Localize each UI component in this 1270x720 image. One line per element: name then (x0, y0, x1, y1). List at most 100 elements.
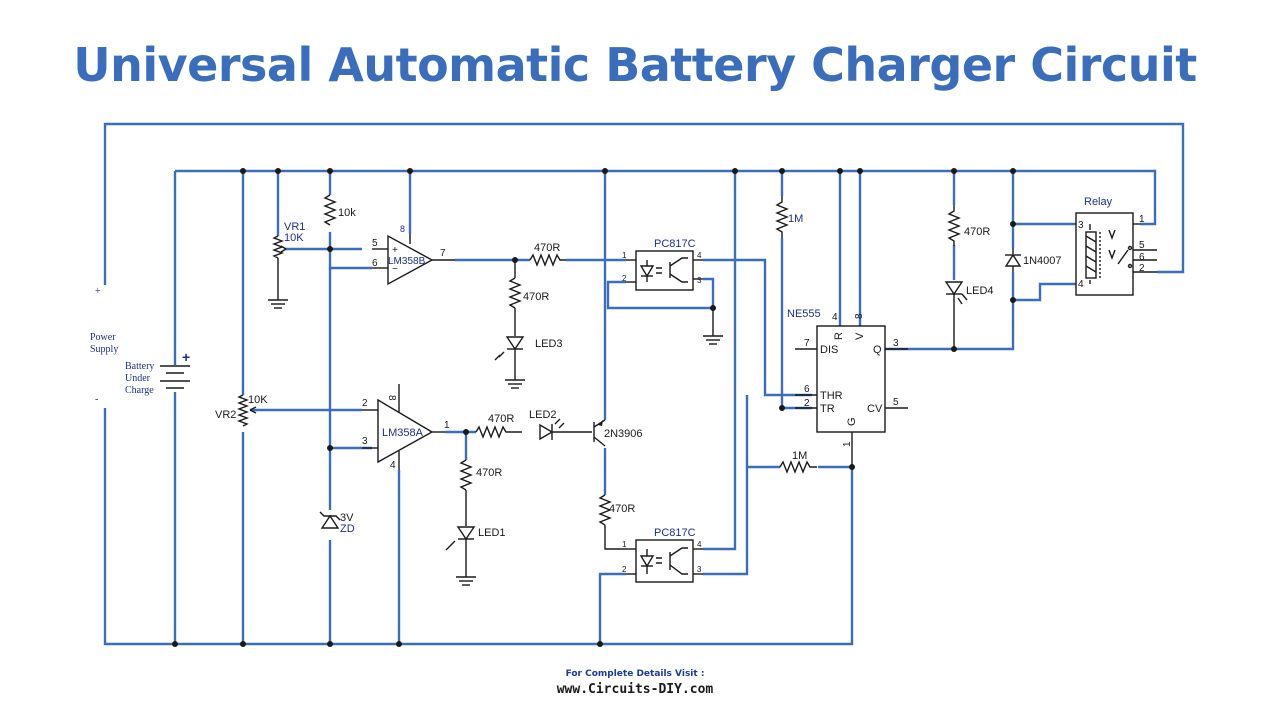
vr2-value: 10K (248, 394, 268, 406)
led1-label: LED1 (478, 527, 506, 539)
lm358b-opamp: + − LM358B 5 6 7 8 (372, 224, 455, 286)
lm358b-label: LM358B (388, 256, 426, 267)
relay-pin3: 3 (1078, 220, 1084, 231)
lm358b-pin8: 8 (400, 224, 405, 234)
resistor-10k: 10k (323, 194, 356, 226)
lm358a-pin1: 1 (444, 420, 450, 431)
led1: LED1 (445, 526, 506, 586)
power-supply-label-2: Supply (90, 344, 118, 355)
opto-top-pin2: 2 (622, 274, 627, 283)
vr2-label: VR2 (215, 409, 236, 421)
ne555-r: R (833, 332, 845, 340)
ne555-v: V (854, 332, 866, 340)
relay-pin4: 4 (1078, 279, 1084, 290)
ne555-pin1: 1 (842, 441, 853, 447)
lm358b-pin6: 6 (372, 258, 378, 269)
lm358a-opamp: LM358A 2 3 1 8 4 (362, 384, 450, 471)
vr1-potentiometer: VR1 10K (268, 221, 305, 309)
zener-label-2: ZD (340, 523, 355, 535)
ne555-pin3: 3 (893, 338, 899, 349)
ne555-label: NE555 (787, 308, 821, 320)
zener-label-1: 3V (340, 512, 354, 524)
lm358a-pin2: 2 (362, 398, 368, 409)
resistor-470r-d-label: 470R (476, 467, 502, 479)
vr1-value: 10K (284, 232, 304, 244)
footer-line-1: For Complete Details Visit : (565, 669, 705, 679)
lm358a-pin3: 3 (362, 436, 368, 447)
opto-bottom-pin2: 2 (622, 565, 627, 574)
opto-bottom-label: PC817C (654, 527, 696, 539)
ne555-thr: THR (820, 390, 843, 402)
resistor-470r-b: 470R (508, 260, 549, 336)
transistor-2n3906: 2N3906 (593, 419, 643, 447)
lm358b-minus: − (392, 264, 398, 275)
ne555-tr: TR (820, 403, 835, 415)
wires (103, 122, 1185, 646)
ne555-pin4: 4 (832, 312, 838, 323)
led3-label: LED3 (535, 338, 563, 350)
power-minus-label: - (95, 394, 98, 405)
optocoupler-bottom: PC817C 1 2 4 3 (622, 527, 703, 583)
resistor-470r-c: 470R (475, 413, 522, 439)
ne555-pin6: 6 (804, 384, 810, 395)
led4-label: LED4 (966, 285, 994, 297)
resistor-10k-label: 10k (338, 207, 356, 219)
ne555-q: Q (873, 344, 882, 356)
zener-diode: 3V ZD (319, 511, 355, 535)
opto-bottom-pin1: 1 (622, 540, 627, 549)
ne555-timer: NE555 R V 4 8 DIS 7 Q 3 THR 6 TR 2 CV 5 … (787, 308, 908, 467)
battery-plus-label: + (182, 349, 190, 365)
vr2-potentiometer: VR2 10K (215, 394, 268, 427)
lm358b-pin5: 5 (372, 238, 378, 249)
ne555-g: G (846, 417, 858, 426)
footer-website[interactable]: www.Circuits-DIY.com (556, 682, 714, 697)
ne555-dis: DIS (820, 344, 838, 356)
relay: Relay 1 3 5 6 2 4 (1075, 196, 1157, 296)
opto-top-pin4: 4 (697, 251, 702, 260)
ne555-pin2: 2 (804, 398, 810, 409)
battery-symbol: + Battery Under Charge (125, 349, 190, 396)
relay-label: Relay (1084, 196, 1113, 208)
diode-1n4007: 1N4007 (1004, 248, 1062, 272)
opto-top-pin3: 3 (697, 276, 702, 285)
lm358a-label: LM358A (382, 427, 424, 439)
lm358b-pin7: 7 (440, 248, 446, 259)
transistor-label: 2N3906 (604, 428, 643, 440)
resistor-470r-c-label: 470R (488, 413, 514, 425)
relay-pin1: 1 (1139, 214, 1145, 225)
led2-label: LED2 (529, 409, 557, 421)
resistor-470r-b-label: 470R (523, 291, 549, 303)
resistor-470r-f-label: 470R (964, 226, 990, 238)
ne555-pin8: 8 (854, 313, 865, 319)
vr1-label: VR1 (284, 221, 305, 233)
power-plus-label: + (95, 286, 101, 297)
battery-label-3: Charge (125, 385, 154, 396)
resistor-1m-top-label: 1M (788, 213, 803, 225)
resistor-1m-bottom: 1M (779, 450, 817, 474)
opto-bottom-pin3: 3 (697, 565, 702, 574)
battery-label-1: Battery (125, 361, 154, 372)
led2: LED2 (529, 409, 592, 441)
resistor-470r-e-label: 470R (609, 503, 635, 515)
resistor-470r-e: 470R (598, 494, 635, 550)
relay-pin6: 6 (1139, 252, 1145, 263)
resistor-470r-d: 470R (459, 459, 502, 526)
relay-pin2: 2 (1139, 263, 1145, 274)
lm358a-pin8: 8 (386, 395, 397, 401)
resistor-1m-bottom-label: 1M (792, 450, 807, 462)
relay-pin5: 5 (1139, 240, 1145, 251)
resistor-470r-a-label: 470R (534, 242, 560, 254)
junction-dots (172, 168, 1016, 647)
lm358b-plus: + (392, 245, 398, 256)
resistor-1m-top: 1M (775, 196, 803, 238)
opto-bottom-pin4: 4 (697, 540, 702, 549)
opto-top-pin1: 1 (622, 251, 627, 260)
page-title: Universal Automatic Battery Charger Circ… (73, 38, 1197, 92)
ne555-pin7: 7 (804, 338, 810, 349)
diode-label: 1N4007 (1023, 255, 1062, 267)
opto-top-label: PC817C (654, 238, 696, 250)
lm358a-pin4: 4 (390, 460, 396, 471)
resistor-470r-f: 470R (947, 205, 990, 246)
ne555-pin5: 5 (893, 397, 899, 408)
resistor-470r-a: 470R (529, 242, 566, 267)
